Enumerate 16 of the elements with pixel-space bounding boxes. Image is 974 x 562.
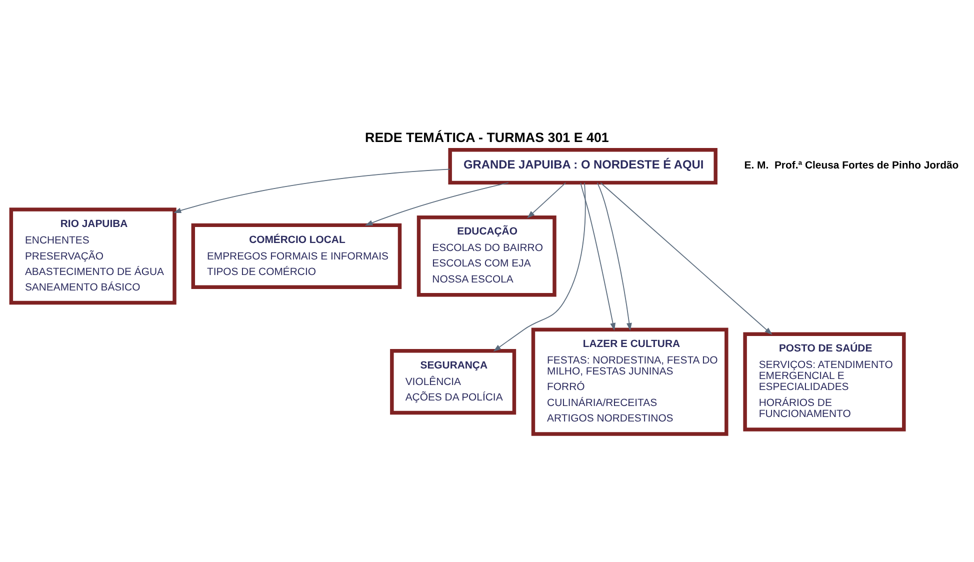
arrow bbox=[173, 168, 450, 213]
diagram-title: REDE TEMÁTICA - TURMAS 301 E 401 bbox=[365, 129, 609, 144]
node-box: EDUCAÇÃO ESCOLAS DO BAIRRO ESCOLAS COM EJA NOSSA ESCOLA bbox=[416, 215, 556, 296]
arrow bbox=[580, 182, 616, 330]
node-box: COMÉRCIO LOCAL EMPREGOS FORMAIS E INFORMAIS TIPOS DE COMÉRCIO bbox=[191, 222, 402, 288]
node-box: POSTO DE SAÚDE SERVIÇOS: ATENDIMENTO EMERGENCIAL E ESPECIALIDADES HORÁRIOS DE FUNCIONAMENTO bbox=[743, 332, 906, 431]
arrow bbox=[364, 182, 509, 226]
label: E. M. Prof.ª Cleusa Fortes de Pinho Jordão bbox=[744, 160, 959, 171]
node-box: GRANDE JAPUIBA : O NORDESTE É AQUI bbox=[448, 148, 718, 184]
node-box: SEGURANÇA VIOLÊNCIA AÇÕES DA POLÍCIA bbox=[390, 348, 516, 414]
node-box: RIO JAPUIBA ENCHENTES PRESERVAÇÃO ABASTECIMENTO DE ÁGUA SANEAMENTO BÁSICO bbox=[9, 207, 176, 304]
arrow bbox=[600, 182, 772, 334]
node-box: LAZER E CULTURA FESTAS: NORDESTINA, FESTA DO MILHO, FESTAS JUNINAS FORRÓ CULINÁRIA/RECEITAS ARTIGOS NORDESTINOS bbox=[531, 327, 728, 436]
arrow bbox=[493, 182, 586, 352]
arrow bbox=[596, 182, 632, 330]
arrow bbox=[527, 182, 566, 218]
